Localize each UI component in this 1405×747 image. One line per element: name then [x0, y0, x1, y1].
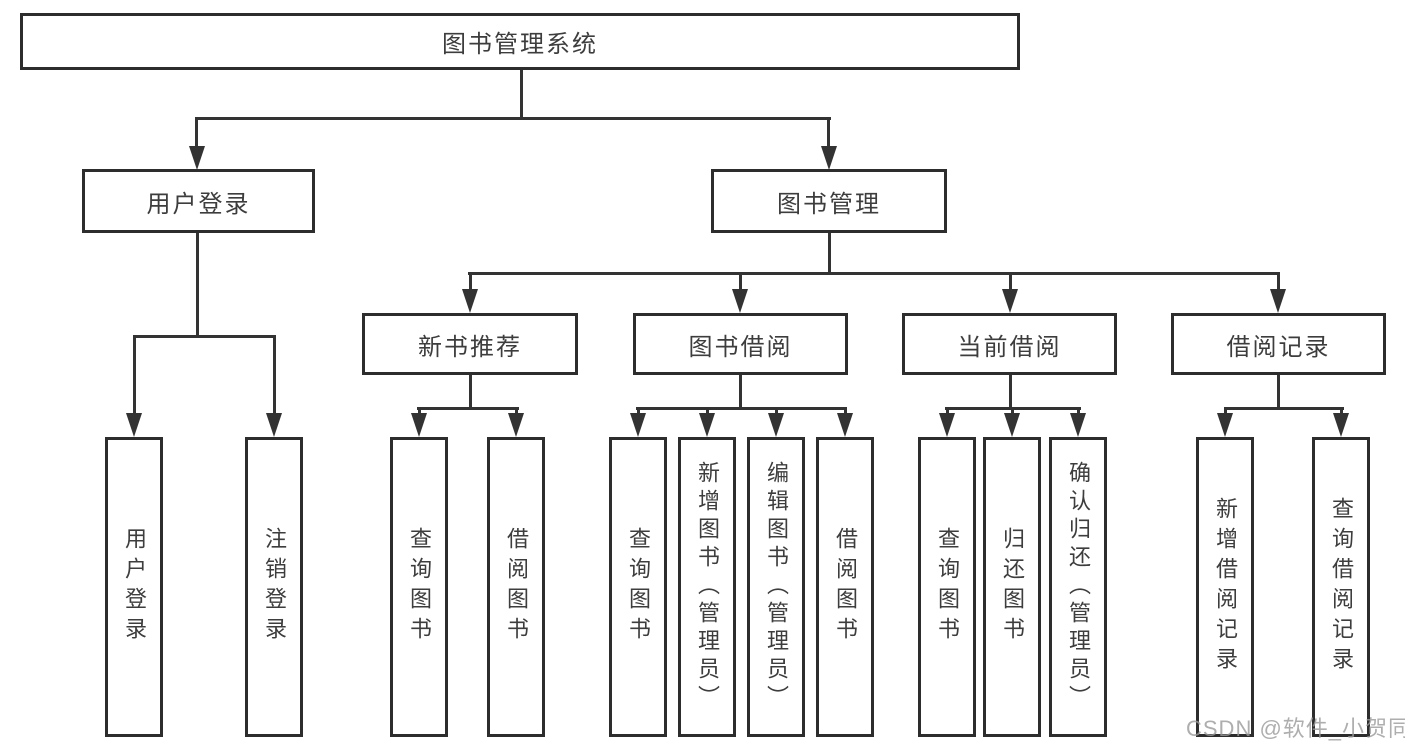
- csdn-watermark: CSDN @软件_小贺同学: [1186, 716, 1405, 741]
- connector-line: [273, 335, 276, 416]
- arrow-down-icon: [462, 289, 478, 313]
- connector-line: [133, 335, 276, 338]
- leaf-label: 查询图书: [626, 527, 651, 647]
- leaf-label: 编辑图书（管理员）: [764, 461, 789, 713]
- node-book-borrow-label: 图书借阅: [688, 333, 793, 361]
- leaf-logout: 注销登录: [245, 437, 303, 737]
- connector-line: [828, 233, 831, 275]
- arrow-down-icon: [732, 289, 748, 313]
- leaf-query-book-3: 查询图书: [918, 437, 976, 737]
- connector-line: [520, 68, 523, 120]
- connector-line: [739, 372, 742, 410]
- connector-line: [1009, 272, 1012, 291]
- connector-line: [196, 233, 199, 337]
- node-user-login-label: 用户登录: [146, 190, 251, 218]
- connector-line: [1011, 407, 1014, 417]
- leaf-label: 注销登录: [262, 527, 287, 647]
- connector-line: [469, 372, 472, 410]
- connector-line: [827, 117, 830, 149]
- connector-line: [1077, 407, 1080, 417]
- arrow-down-icon: [1270, 289, 1286, 313]
- node-borrow-record-label: 借阅记录: [1226, 333, 1331, 361]
- leaf-label: 借阅图书: [504, 527, 529, 647]
- arrow-down-icon: [768, 413, 784, 437]
- leaf-label: 查询图书: [935, 527, 960, 647]
- arrow-down-icon: [189, 146, 205, 170]
- arrow-down-icon: [411, 413, 427, 437]
- leaf-add-book: 新增图书（管理员）: [678, 437, 736, 737]
- connector-line: [468, 272, 1279, 275]
- connector-line: [418, 407, 421, 417]
- arrow-down-icon: [1217, 413, 1233, 437]
- leaf-confirm-return: 确认归还（管理员）: [1049, 437, 1107, 737]
- node-borrow-record: 借阅记录: [1171, 313, 1386, 375]
- node-book-mgmt-label: 图书管理: [777, 190, 881, 218]
- connector-line: [195, 117, 831, 120]
- node-root: 图书管理系统: [20, 13, 1020, 70]
- arrow-down-icon: [939, 413, 955, 437]
- node-root-label: 图书管理系统: [442, 31, 598, 58]
- connector-line: [417, 407, 519, 410]
- connector-line: [515, 407, 518, 417]
- arrow-down-icon: [126, 413, 142, 437]
- node-book-mgmt: 图书管理: [711, 169, 947, 233]
- leaf-query-book-2: 查询图书: [609, 437, 667, 737]
- leaf-label: 借阅图书: [833, 527, 858, 647]
- connector-line: [739, 272, 742, 291]
- connector-line: [1224, 407, 1344, 410]
- connector-line: [636, 407, 847, 410]
- node-new-book-rec-label: 新书推荐: [418, 333, 522, 361]
- node-current-borrow: 当前借阅: [902, 313, 1117, 375]
- leaf-label: 新增图书（管理员）: [695, 461, 720, 713]
- arrow-down-icon: [699, 413, 715, 437]
- connector-line: [844, 407, 847, 417]
- arrow-down-icon: [1004, 413, 1020, 437]
- connector-line: [1340, 407, 1343, 417]
- leaf-query-book-1: 查询图书: [390, 437, 448, 737]
- connector-line: [706, 407, 709, 417]
- arrow-down-icon: [1002, 289, 1018, 313]
- leaf-label: 新增借阅记录: [1213, 497, 1238, 677]
- leaf-label: 用户登录: [122, 527, 147, 647]
- connector-line: [637, 407, 640, 417]
- leaf-add-borrow-record: 新增借阅记录: [1196, 437, 1254, 737]
- arrow-down-icon: [821, 146, 837, 170]
- arrow-down-icon: [1333, 413, 1349, 437]
- arrow-down-icon: [508, 413, 524, 437]
- connector-line: [133, 335, 136, 416]
- connector-line: [1224, 407, 1227, 417]
- arrow-down-icon: [837, 413, 853, 437]
- connector-line: [775, 407, 778, 417]
- node-book-borrow: 图书借阅: [633, 313, 848, 375]
- arrow-down-icon: [266, 413, 282, 437]
- leaf-label: 确认归还（管理员）: [1066, 461, 1091, 713]
- node-user-login: 用户登录: [82, 169, 315, 233]
- leaf-borrow-book-2: 借阅图书: [816, 437, 874, 737]
- leaf-query-borrow-record: 查询借阅记录: [1312, 437, 1370, 737]
- connector-line: [469, 272, 472, 291]
- connector-line: [1009, 372, 1012, 410]
- leaf-label: 查询图书: [407, 527, 432, 647]
- leaf-borrow-book-1: 借阅图书: [487, 437, 545, 737]
- leaf-label: 归还图书: [1000, 527, 1025, 647]
- leaf-user-login: 用户登录: [105, 437, 163, 737]
- leaf-edit-book: 编辑图书（管理员）: [747, 437, 805, 737]
- arrow-down-icon: [630, 413, 646, 437]
- node-current-borrow-label: 当前借阅: [957, 333, 1062, 361]
- leaf-return-book: 归还图书: [983, 437, 1041, 737]
- leaf-label: 查询借阅记录: [1329, 497, 1354, 677]
- connector-line: [195, 117, 198, 149]
- node-new-book-rec: 新书推荐: [362, 313, 578, 375]
- arrow-down-icon: [1070, 413, 1086, 437]
- connector-line: [946, 407, 949, 417]
- connector-line: [1277, 272, 1280, 291]
- connector-line: [1277, 372, 1280, 410]
